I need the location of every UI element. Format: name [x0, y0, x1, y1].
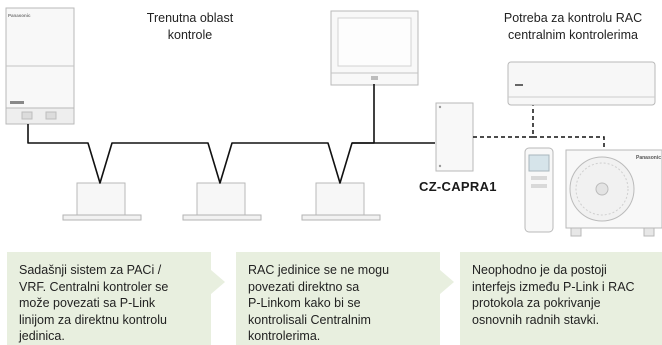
rac-outdoor-dashed-line [533, 136, 605, 150]
text-box-current-system: Sadašnji sistem za PACi / VRF. Centralni… [19, 263, 169, 343]
box-2-bg [236, 252, 440, 345]
label-rac-control-need: Potreba za kontrolu RAC centralnim kontr… [503, 11, 643, 42]
text-box-rac-limitation: RAC jedinice se ne mogu povezati direktn… [248, 263, 390, 343]
p-link-line [27, 84, 375, 184]
brand-logo-floor-unit: Panasonic [8, 13, 31, 18]
cassette-unit-1 [62, 182, 142, 221]
remote-controller [524, 147, 554, 233]
box-1-bg [7, 252, 211, 345]
brand-logo-outdoor-unit: Panasonic [636, 155, 661, 161]
cassette-unit-3 [301, 182, 381, 221]
label-current-control-area: Trenutna oblast kontrole [146, 11, 234, 42]
rac-link-dashed-line [473, 105, 534, 138]
box-1-arrow [211, 270, 225, 294]
rac-indoor-unit [507, 61, 656, 106]
text-box-interface-need: Neophodno je da postoji interfejs između… [472, 263, 635, 327]
wall-indoor-unit-paci [330, 10, 419, 86]
cassette-unit-2 [182, 182, 262, 221]
cz-capra1-adapter [435, 102, 474, 172]
rac-outdoor-unit [565, 149, 662, 237]
floor-standing-unit [5, 7, 75, 125]
label-adapter-model: CZ-CAPRA1 [419, 179, 497, 194]
box-2-arrow [440, 270, 454, 294]
box-3-bg [460, 252, 662, 345]
